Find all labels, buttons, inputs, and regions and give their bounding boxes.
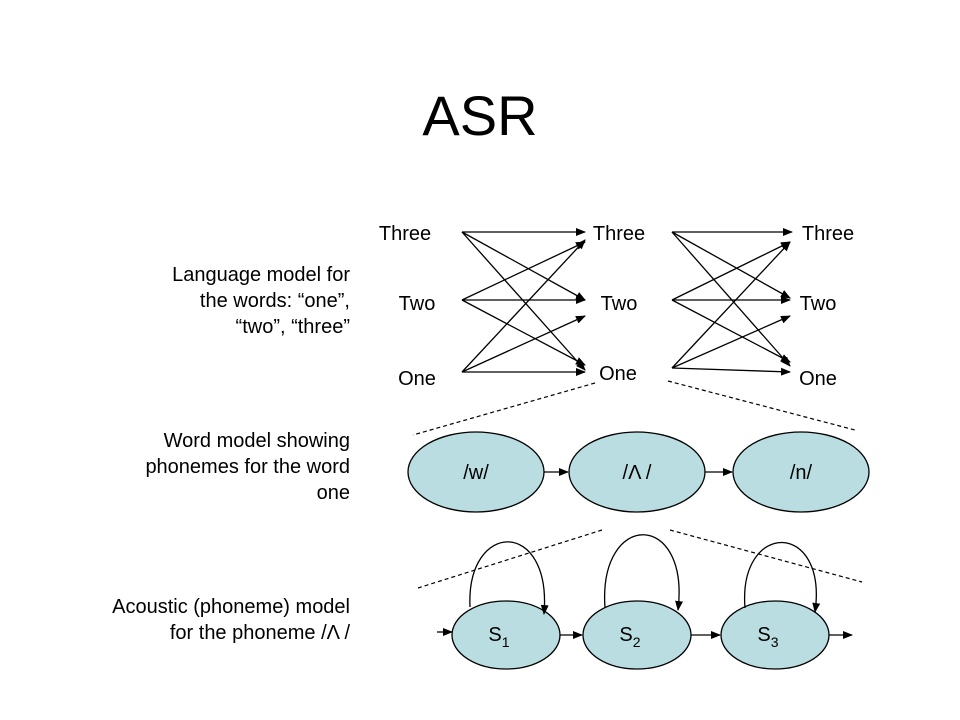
lm-transitions-second (671, 228, 793, 376)
hmm-state-label: S1 (488, 624, 509, 650)
language-model-description-line: the words: “one”, (199, 290, 350, 312)
word-model: /w/ /Λ / /n/ (407, 431, 870, 513)
lm-word-two: Two (399, 293, 436, 315)
word-model-description-line: one (316, 482, 350, 504)
zoom-line (667, 380, 856, 431)
lm-word-two: Two (800, 293, 837, 315)
lm-transition-arrow (671, 299, 791, 363)
hmm-state-base: S (757, 624, 770, 646)
lm-transition-arrow (671, 367, 791, 376)
phoneme-label: /n/ (790, 462, 813, 484)
acoustic-model-zoom-lines (417, 529, 863, 589)
lm-word-three: Three (593, 223, 645, 245)
hmm-state-label: S3 (757, 624, 778, 650)
phoneme-label: /Λ / (623, 462, 652, 484)
self-loop-arrow (469, 541, 549, 615)
hmm-state-base: S (488, 624, 501, 646)
zoom-line (417, 529, 603, 589)
lm-word-one: One (799, 368, 837, 390)
zoom-line (412, 382, 596, 436)
lm-transition-arrow (671, 231, 791, 367)
language-model-description-line: “two”, “three” (235, 316, 350, 338)
lm-transition-arrow (671, 231, 791, 299)
language-model-description: Language model for the words: “one”, “tw… (20, 262, 350, 340)
lm-transition-arrow (671, 241, 791, 301)
acoustic-model-description-line: Acoustic (phoneme) model (112, 596, 350, 618)
lm-transition-arrow (461, 299, 586, 366)
zoom-line (669, 529, 863, 583)
hmm-state-label: S2 (619, 624, 640, 650)
lm-transitions-first (461, 228, 586, 376)
hmm-state-subscript: 3 (771, 634, 779, 650)
phoneme-label: /w/ (463, 462, 489, 484)
slide-title: ASR (422, 84, 538, 147)
lm-word-one: One (398, 368, 436, 390)
lm-transition-arrow (671, 315, 791, 369)
lm-word-two: Two (601, 293, 638, 315)
hmm-state-subscript: 2 (633, 634, 641, 650)
acoustic-model-description: Acoustic (phoneme) model for the phoneme… (20, 594, 350, 646)
lm-transition-arrow (461, 241, 586, 301)
self-loop-arrow (604, 534, 684, 611)
hmm-state-subscript: 1 (502, 634, 510, 650)
language-model-description-line: Language model for (172, 264, 350, 286)
lm-transition-arrow (461, 231, 586, 301)
acoustic-model: S1 S2 S3 (437, 534, 853, 670)
acoustic-model-description-line: for the phoneme /Λ / (169, 622, 350, 644)
lm-word-three: Three (802, 223, 854, 245)
language-model-lattice: Three Two One Three Two One Three Two On… (379, 223, 854, 390)
self-loop-arrow (744, 541, 821, 613)
lm-word-three: Three (379, 223, 431, 245)
lm-transition-arrow (671, 241, 791, 369)
lm-transition-arrow (461, 231, 586, 371)
word-model-description: Word model showing phonemes for the word… (20, 428, 350, 506)
word-model-zoom-lines (412, 380, 856, 436)
lm-transition-arrow (461, 315, 586, 373)
word-model-description-line: phonemes for the word (145, 456, 350, 478)
phoneme-node (732, 431, 870, 513)
lm-word-one: One (599, 363, 637, 385)
lm-transition-arrow (461, 239, 586, 373)
hmm-state-base: S (619, 624, 632, 646)
word-model-description-line: Word model showing (163, 430, 350, 452)
